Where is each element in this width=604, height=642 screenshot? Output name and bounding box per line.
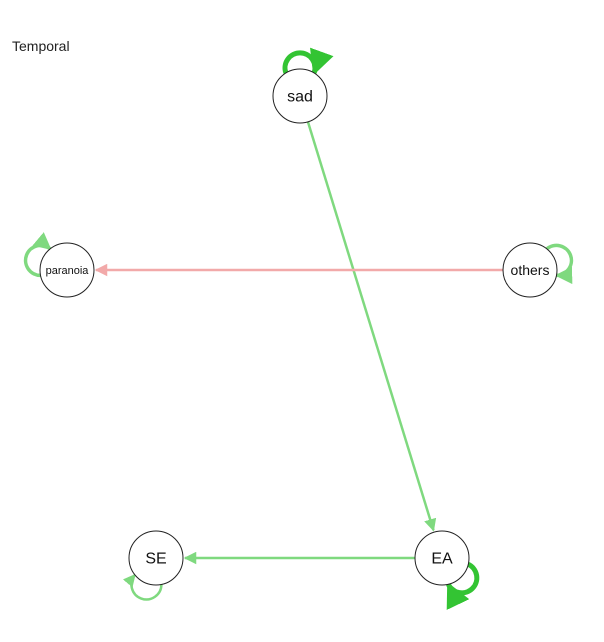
self-loop-sad	[282, 47, 334, 76]
node-label: SE	[145, 551, 166, 568]
node-circle	[502, 242, 558, 298]
node-label: EA	[431, 551, 453, 568]
node-circle	[128, 530, 184, 586]
node-circle	[39, 242, 95, 298]
node-sad[interactable]: sad	[272, 68, 328, 124]
node-paranoia[interactable]: paranoia	[39, 242, 95, 298]
self-loop-others	[545, 243, 574, 285]
self-loop-EA	[446, 562, 480, 610]
node-label: others	[511, 262, 550, 278]
self-loop-paranoia	[23, 232, 52, 278]
node-SE[interactable]: SE	[128, 530, 184, 586]
node-circle	[272, 68, 328, 124]
node-label: paranoia	[46, 265, 90, 277]
node-circle	[414, 530, 470, 586]
self-loop-SE	[122, 573, 163, 601]
node-label: sad	[287, 89, 313, 106]
graph-title: Temporal	[12, 38, 70, 54]
edge-sad-to-EA	[306, 121, 437, 532]
node-others[interactable]: others	[502, 242, 558, 298]
node-EA[interactable]: EA	[414, 530, 470, 586]
